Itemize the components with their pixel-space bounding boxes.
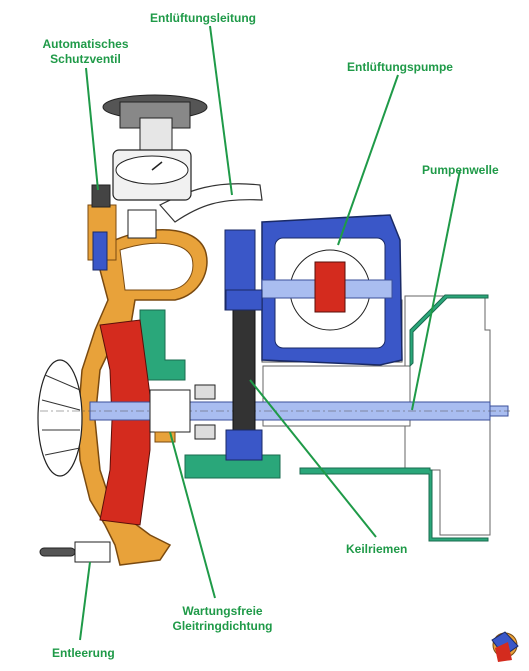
- bearing-right: [194, 424, 216, 440]
- green-support-frame: [139, 294, 489, 542]
- strainer-rib: [44, 374, 81, 391]
- belt-pulley-bottom: [225, 429, 263, 461]
- v-belt: [232, 299, 256, 441]
- leader-pump-shaft: [411, 169, 461, 411]
- pump-casing: [77, 229, 208, 566]
- strainer-rib: [41, 399, 81, 411]
- label-safety-valve-1: Automatisches: [42, 37, 129, 51]
- leader-drain: [79, 561, 91, 641]
- label-vent-pump: Entlüftungspumpe: [347, 60, 453, 74]
- drain-handle: [39, 547, 76, 557]
- leader-seal: [169, 431, 216, 599]
- strainer-rib: [44, 447, 81, 456]
- suction-strainer: [37, 359, 83, 477]
- label-v-belt: Keilriemen: [346, 542, 408, 556]
- safety-valve-cap: [91, 184, 111, 208]
- leader-vent-line: [209, 25, 233, 196]
- safety-valve-spring: [92, 231, 108, 271]
- label-seal-1: Wartungsfreie: [182, 604, 263, 618]
- bearing-left: [194, 384, 216, 400]
- brand-logo: [491, 631, 519, 662]
- label-pump-shaft: Pumpenwelle: [422, 163, 499, 177]
- casing-inner: [119, 242, 194, 291]
- gauge-needle: [151, 161, 163, 171]
- drain-valve-body: [74, 541, 111, 563]
- leader-vent-pump: [337, 74, 399, 246]
- mechanical-seal: [149, 389, 191, 433]
- leader-v-belt: [249, 379, 377, 538]
- impeller: [99, 319, 151, 526]
- valve-fitting: [127, 209, 157, 239]
- seal-ring: [154, 431, 176, 443]
- label-seal-2: Gleitringdichtung: [172, 619, 273, 633]
- leader-safety-valve: [85, 67, 99, 191]
- label-vent-line: Entlüftungsleitung: [150, 11, 256, 25]
- label-safety-valve-2: Schutzventil: [50, 52, 121, 66]
- belt-pulley-top: [225, 289, 263, 311]
- label-drain: Entleerung: [52, 646, 115, 660]
- vent-pump-rotor-core: [314, 261, 346, 313]
